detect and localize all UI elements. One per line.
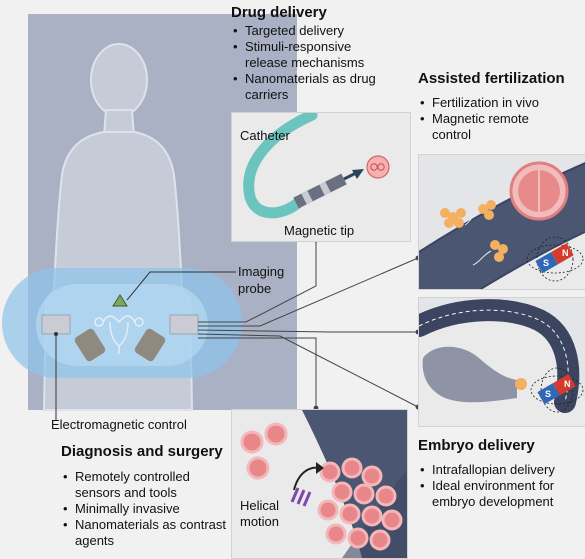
diagnosis-title: Diagnosis and surgery [61,443,223,460]
imaging-probe-label-2: probe [238,281,272,296]
drug-delivery-item: Stimuli-responsive release mechanisms [231,39,381,71]
embryo-cell [515,378,527,390]
drug-delivery-item: Targeted delivery [231,23,381,39]
electromagnetic-field [2,268,242,378]
cylinder-coils [74,328,166,362]
electromagnetic-control-label: Electromagnetic control [51,417,187,432]
drug-delivery-title: Drug delivery [231,4,327,21]
red-cells [240,422,403,551]
magnet-pole-n-embryo: N [564,379,571,389]
catheter-label: Catheter [240,128,290,143]
diagnosis-item: Minimally invasive [61,501,226,517]
magnet-pole-s-embryo: S [545,389,551,399]
assisted-fertilization-item: Fertilization in vivo [418,95,568,111]
diagnosis-inset [231,409,408,559]
assisted-fertilization-list: Fertilization in vivo Magnetic remote co… [418,95,568,143]
connector-lines [197,240,419,408]
helical-robot [290,487,312,507]
helical-label-1: Helical [240,498,280,513]
embryo-delivery-item: Ideal environment for embryo development [418,478,583,510]
helical-label-2: motion [240,514,280,529]
magnetic-tip-label: Magnetic tip [284,223,355,238]
imaging-probe-icon [112,294,128,307]
embryo-delivery-list: Intrafallopian delivery Ideal environmen… [418,462,583,510]
drug-delivery-inset [231,112,411,242]
magnet-icon-embryo: S N [530,367,584,413]
drug-delivery-item: Nanomaterials as drug carriers [231,71,381,103]
magnet-icon: S N [526,236,584,282]
embryo-delivery-inset: S N [418,297,585,427]
drug-delivery-list: Targeted delivery Stimuli-responsive rel… [231,23,381,103]
uterus-outline [94,315,144,354]
diagnosis-list: Remotely controlled sensors and tools Mi… [61,469,226,549]
magnet-pole-n: N [562,248,569,258]
embryo-delivery-title: Embryo delivery [418,437,535,454]
assisted-fertilization-title: Assisted fertilization [418,70,565,87]
assisted-fertilization-inset: S N [418,154,585,290]
magnetic-tip [293,169,364,209]
sperm-cluster [440,200,508,262]
embryo-delivery-item: Intrafallopian delivery [418,462,583,478]
imaging-probe-label-1: Imaging [238,264,285,279]
assisted-fertilization-item: Magnetic remote control [418,111,568,143]
magnet-pole-s: S [543,258,549,268]
diagnosis-item: Nanomaterials as contrast agents [61,517,226,549]
diagnosis-item: Remotely controlled sensors and tools [61,469,226,501]
egg-cell [509,161,569,221]
uterus-shape [422,346,517,403]
